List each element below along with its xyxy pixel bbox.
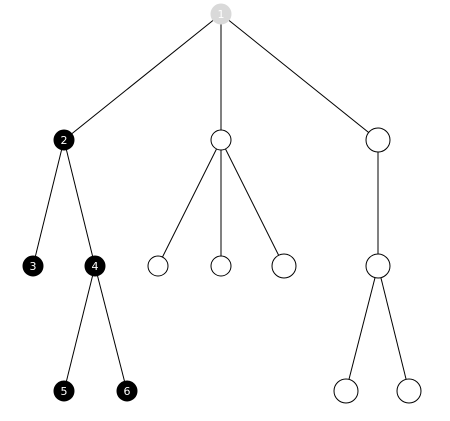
edge-r1-r12 (377, 265, 410, 392)
edges-layer (32, 13, 410, 392)
tree-node-r1 (365, 253, 391, 279)
edge-m-m3 (220, 139, 285, 267)
tree-node-4: 4 (84, 255, 106, 277)
node-label-3: 3 (30, 260, 37, 273)
tree-node-5: 5 (53, 380, 75, 402)
node-circle-5 (53, 380, 75, 402)
tree-node-1: 1 (210, 3, 232, 25)
edge-1-2 (63, 13, 222, 141)
tree-node-r11 (333, 378, 359, 404)
node-circle-6 (116, 380, 138, 402)
tree-node-6: 6 (116, 380, 138, 402)
edge-2-4 (63, 139, 96, 267)
edge-m-m1 (157, 139, 222, 267)
edge-2-3 (32, 139, 65, 267)
node-label-5: 5 (61, 385, 68, 398)
node-circle-m (210, 129, 232, 151)
node-circle-r12 (396, 378, 422, 404)
node-circle-r (365, 127, 391, 153)
tree-node-m2 (210, 255, 232, 277)
tree-node-m3 (271, 253, 297, 279)
nodes-layer: 1 2 3 4 5 6 (22, 3, 422, 404)
tree-node-r12 (396, 378, 422, 404)
node-circle-m1 (147, 255, 169, 277)
tree-node-r (365, 127, 391, 153)
edge-r1-r11 (345, 265, 379, 392)
edge-4-5 (63, 265, 96, 392)
node-circle-1 (210, 3, 232, 25)
node-circle-3 (22, 255, 44, 277)
tree-node-2: 2 (53, 129, 75, 151)
tree-node-m1 (147, 255, 169, 277)
node-label-4: 4 (92, 260, 99, 273)
node-circle-m2 (210, 255, 232, 277)
node-label-2: 2 (61, 134, 68, 147)
node-label-1: 1 (218, 8, 225, 21)
node-circle-r11 (333, 378, 359, 404)
node-circle-m3 (271, 253, 297, 279)
node-circle-r1 (365, 253, 391, 279)
node-circle-2 (53, 129, 75, 151)
tree-node-m (210, 129, 232, 151)
node-label-6: 6 (124, 385, 131, 398)
edge-4-6 (94, 265, 128, 392)
tree-node-3: 3 (22, 255, 44, 277)
edge-1-r (220, 13, 379, 141)
node-circle-4 (84, 255, 106, 277)
